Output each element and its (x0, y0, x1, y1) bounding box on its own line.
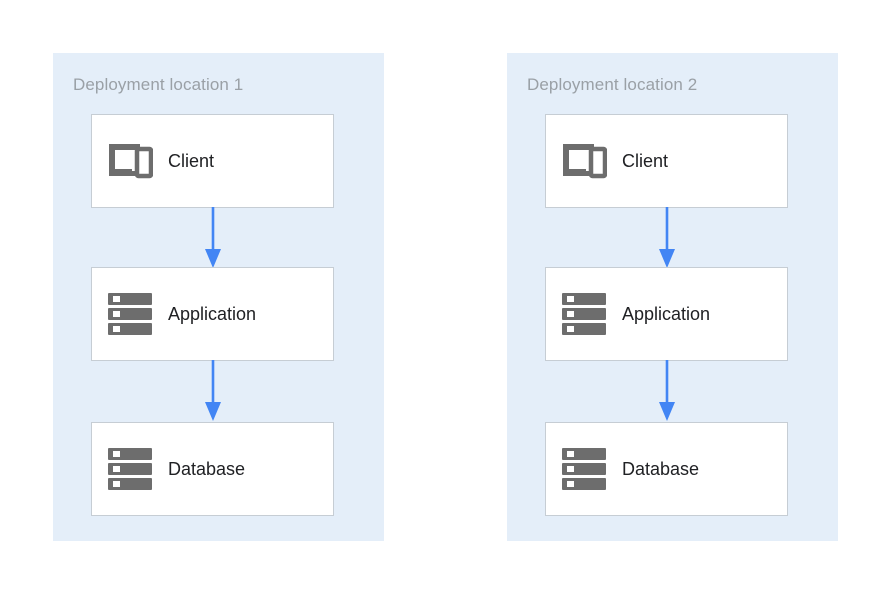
arrow-client-to-application-1 (205, 207, 221, 268)
node-client-1-label: Client (168, 150, 215, 171)
node-application-1[interactable]: Application (91, 267, 334, 361)
devices-icon (546, 142, 622, 180)
node-database-2[interactable]: Database (545, 422, 788, 516)
server-rack-icon (92, 291, 168, 337)
arrow-application-to-database-2 (659, 360, 675, 421)
node-client-2-label: Client (622, 150, 669, 171)
node-client-1[interactable]: Client (91, 114, 334, 208)
arrow-client-to-application-2 (659, 207, 675, 268)
node-application-2[interactable]: Application (545, 267, 788, 361)
server-rack-icon (546, 291, 622, 337)
node-application-1-label: Application (168, 303, 257, 324)
node-application-2-label: Application (622, 303, 711, 324)
node-database-2-label: Database (622, 458, 700, 479)
node-database-1[interactable]: Database (91, 422, 334, 516)
server-rack-icon (546, 446, 622, 492)
deployment-zone-2: Deployment location 2 Client (507, 53, 838, 541)
server-rack-icon (92, 446, 168, 492)
deployment-zone-1: Deployment location 1 Client (53, 53, 384, 541)
deployment-zone-2-title: Deployment location 2 (527, 75, 698, 94)
node-client-2[interactable]: Client (545, 114, 788, 208)
arrow-application-to-database-1 (205, 360, 221, 421)
node-database-1-label: Database (168, 458, 246, 479)
deployment-zone-1-title: Deployment location 1 (73, 75, 244, 94)
devices-icon (92, 142, 168, 180)
